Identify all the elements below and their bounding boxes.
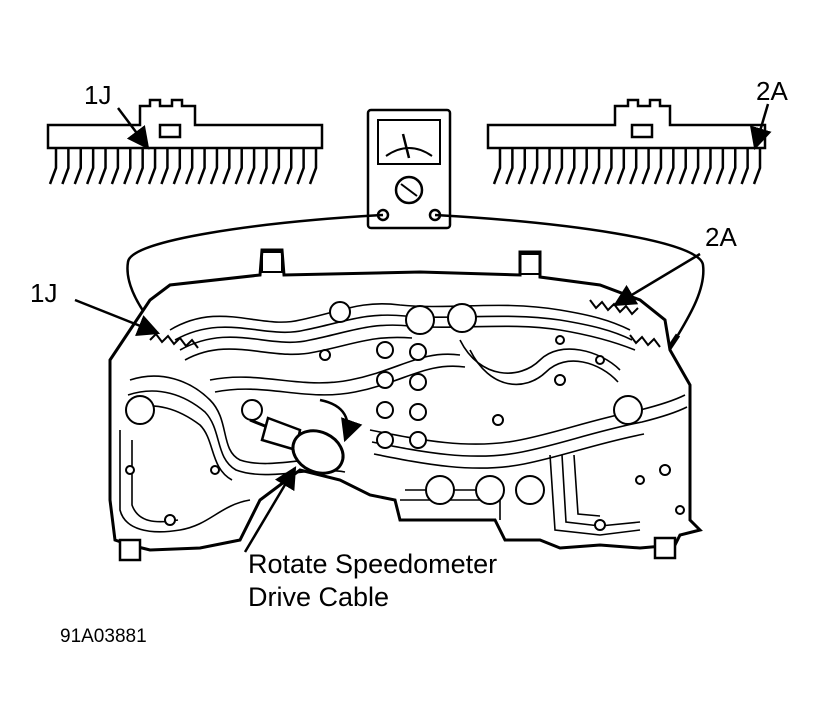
callout-line-2: Drive Cable: [248, 582, 389, 612]
connector-pin: [61, 148, 70, 185]
connector-pin: [271, 148, 281, 185]
connector-pin: [567, 148, 576, 185]
connector-pin: [135, 148, 144, 185]
speedometer-drive-cable: [249, 398, 363, 475]
connector-pin: [629, 148, 638, 185]
multimeter: [366, 108, 452, 230]
figure-id: 91A03881: [60, 626, 147, 647]
connector-pin: [98, 148, 107, 185]
pointer-arrows: [74, 103, 772, 553]
arrow-2a-board: [613, 252, 701, 307]
connector-pin: [653, 148, 663, 185]
connector-pins: [492, 148, 762, 185]
connector-pin: [222, 148, 231, 185]
connector-pin: [209, 148, 219, 185]
connector-pin: [296, 148, 305, 185]
connector-pin: [110, 148, 120, 185]
connector-pin: [591, 148, 601, 185]
connector-pin: [529, 148, 539, 185]
connector-pin: [505, 148, 514, 185]
arrow-1j-board: [74, 298, 161, 336]
label-2a-board: 2A: [705, 222, 737, 252]
connector-pin: [579, 148, 588, 185]
arrow-1j-top: [117, 107, 150, 150]
connector-1j-top: [46, 98, 324, 185]
label-1j-board: 1J: [30, 278, 57, 308]
connector-pin: [752, 148, 762, 185]
connector-pin: [703, 148, 712, 185]
connector-pin: [160, 148, 169, 185]
arrow-2a-top: [749, 103, 772, 151]
rotate-arrow-icon: [319, 398, 363, 443]
board-connector-1j: [149, 332, 199, 349]
connector-pin: [48, 148, 58, 185]
connector-pin: [308, 148, 318, 185]
connector-pin: [284, 148, 293, 185]
board-components: [125, 301, 685, 531]
connector-pin: [715, 148, 725, 185]
connector-pin: [123, 148, 132, 185]
connector-pin: [678, 148, 687, 185]
connector-pin: [641, 148, 650, 185]
connector-pin: [85, 148, 95, 185]
meter-needle: [401, 133, 411, 159]
cluster-circuit-board: [108, 248, 703, 562]
connector-pin: [690, 148, 700, 185]
connector-pin: [259, 148, 268, 185]
connector-pin: [185, 148, 194, 185]
connector-pin: [172, 148, 182, 185]
arrow-drive-cable: [243, 466, 297, 553]
circuit-traces: [119, 303, 688, 536]
callout-line-1: Rotate Speedometer: [248, 549, 497, 579]
connector-pins: [48, 148, 318, 185]
label-2a-top: 2A: [756, 76, 788, 106]
connector-pin: [234, 148, 243, 185]
connector-pin: [604, 148, 613, 185]
connector-pin: [728, 148, 737, 185]
connector-pin: [517, 148, 527, 185]
connector-pin: [554, 148, 564, 185]
connector-pin: [740, 148, 749, 185]
connector-pin: [246, 148, 256, 185]
connector-pin: [197, 148, 206, 185]
connector-pin: [616, 148, 626, 185]
connector-pin: [147, 148, 157, 185]
connector-2a-top: [486, 98, 767, 185]
connector-pin: [73, 148, 83, 185]
label-1j-top: 1J: [84, 80, 111, 110]
connector-pin: [492, 148, 502, 185]
connector-pin: [542, 148, 551, 185]
connector-pin: [666, 148, 675, 185]
